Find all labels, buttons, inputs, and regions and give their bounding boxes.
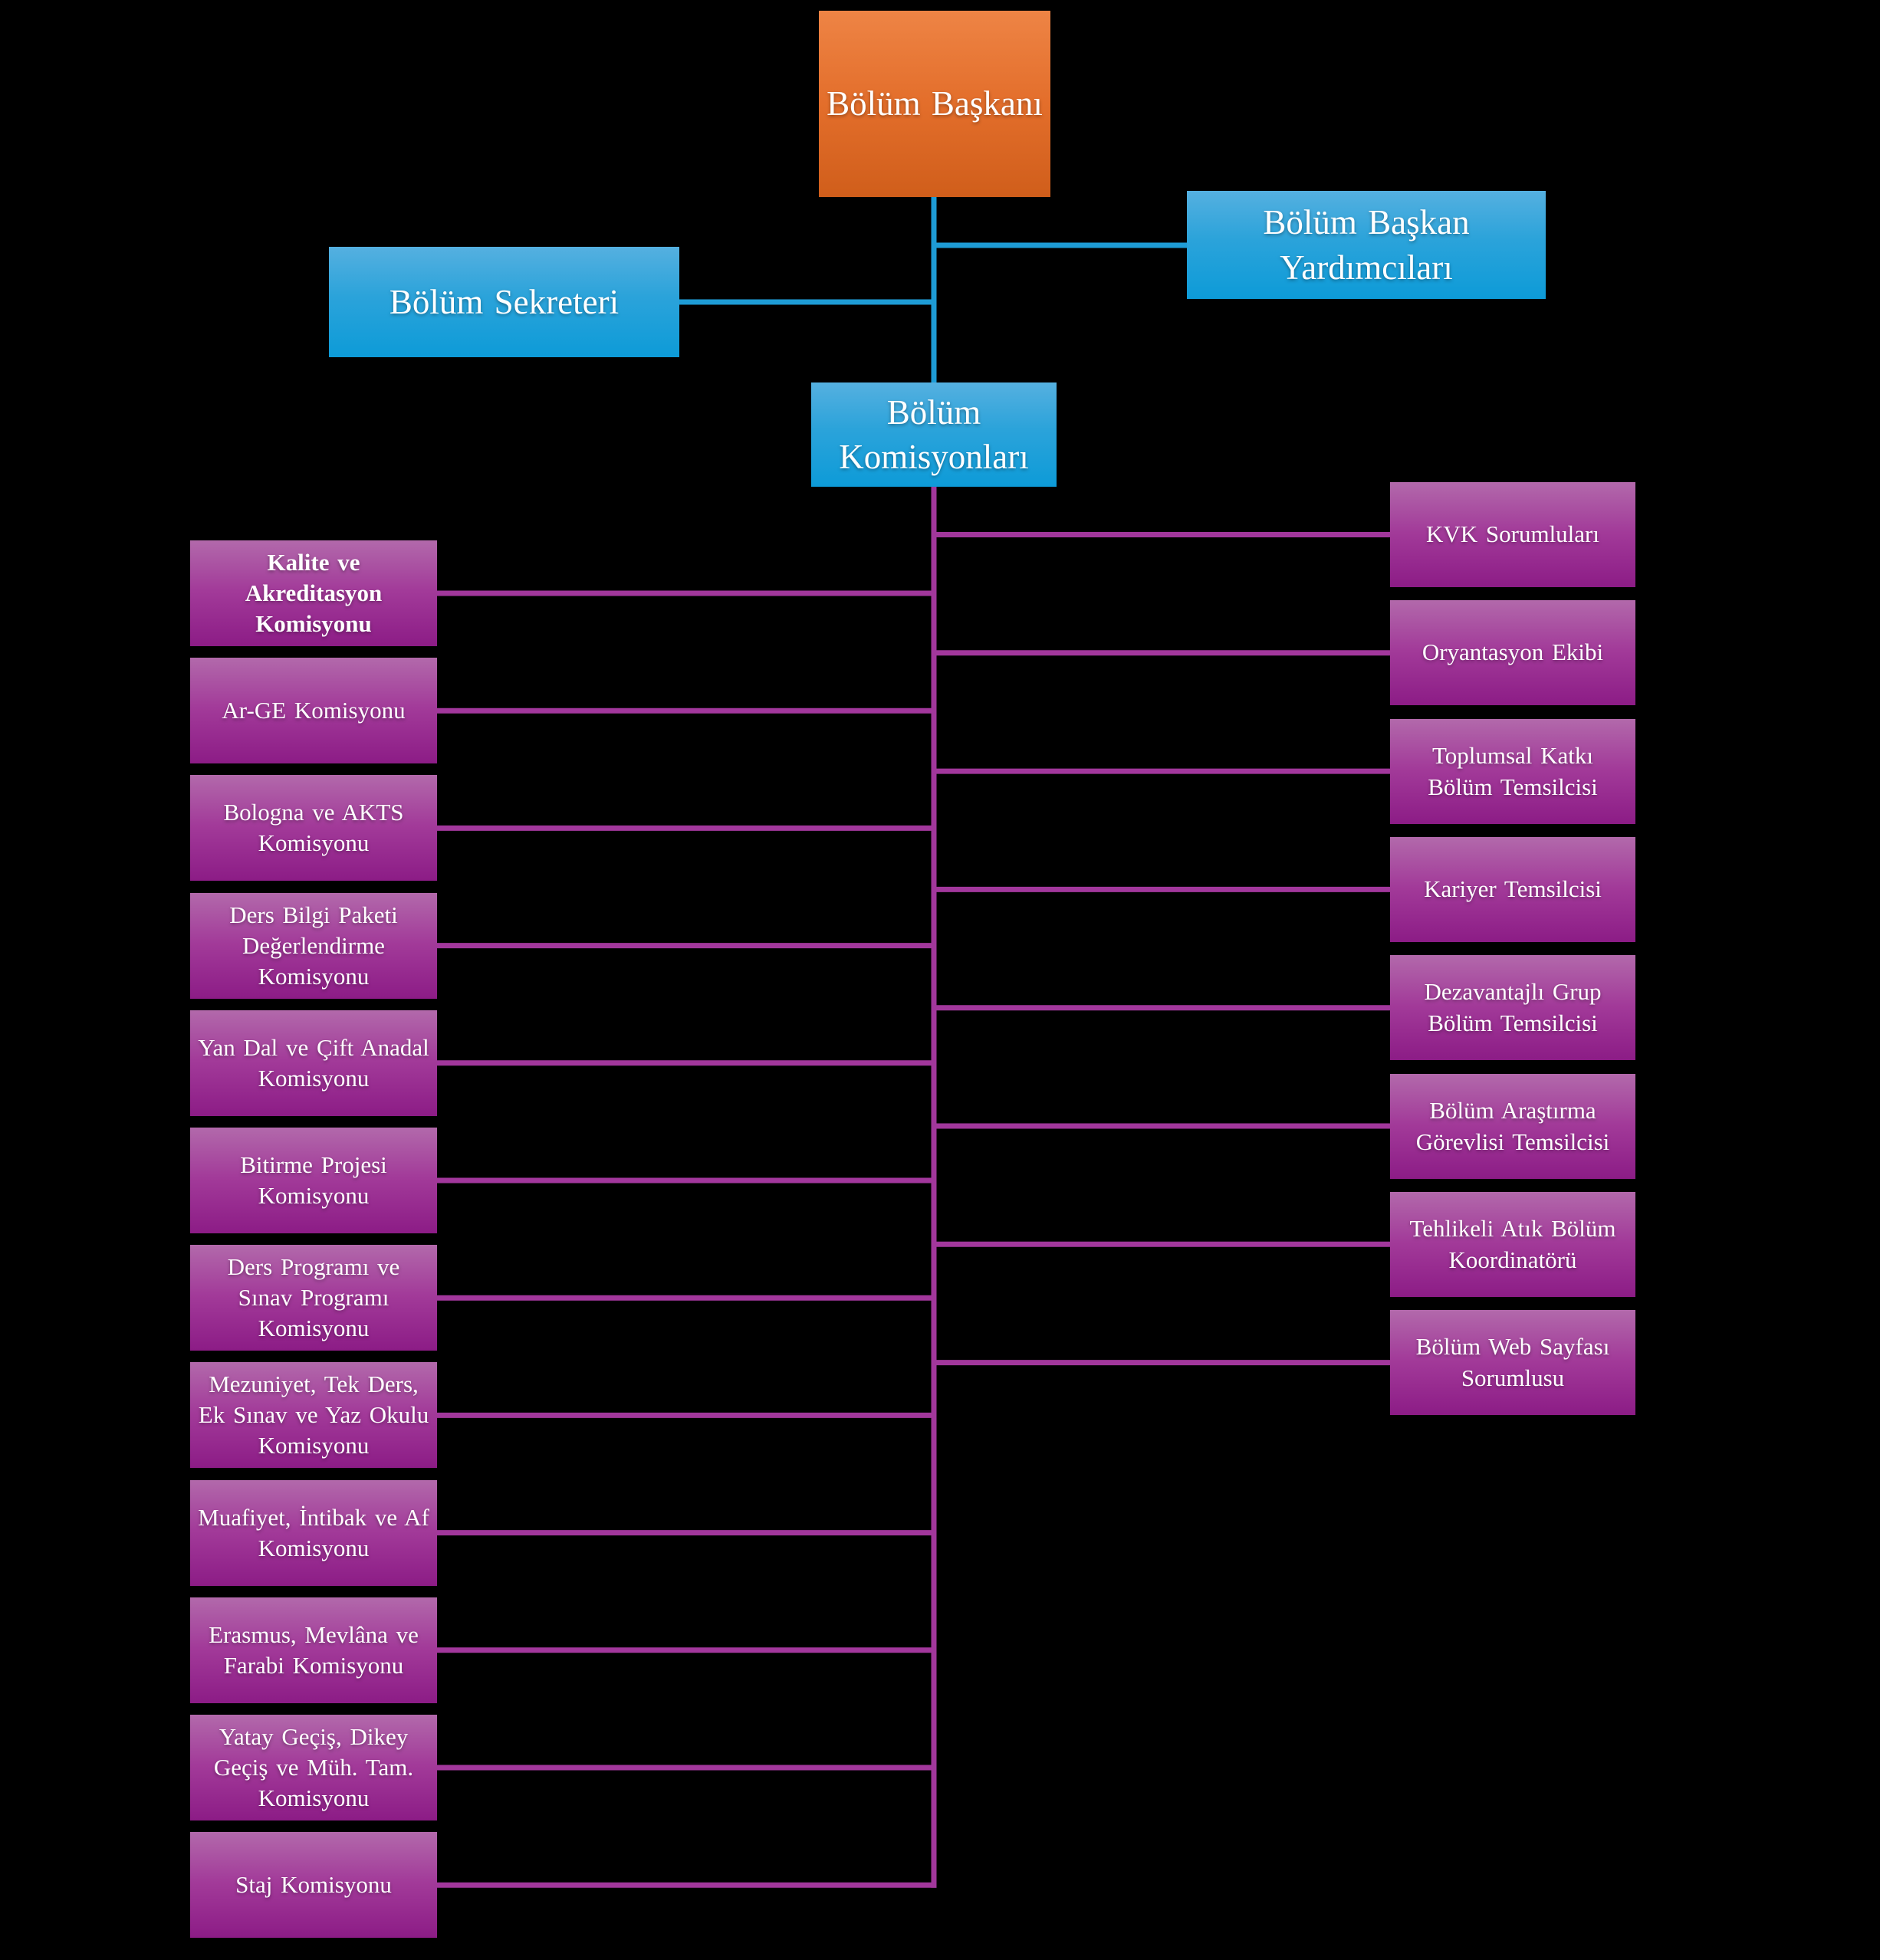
org-node-role: Dezavantajlı Grup Bölüm Temsilcisi xyxy=(1390,955,1635,1060)
org-node-commission-label: Bitirme Projesi Komisyonu xyxy=(240,1151,387,1209)
org-node-commission-label: Staj Komisyonu xyxy=(235,1870,392,1898)
org-node-role-label: KVK Sorumluları xyxy=(1425,520,1599,548)
org-node-root-label: Bölüm Başkanı xyxy=(827,84,1043,123)
org-node-commission: Ders Programı ve Sınav Programı Komisyon… xyxy=(190,1245,437,1351)
org-node-commission: Muafiyet, İntibak ve Af Komisyonu xyxy=(190,1480,437,1586)
org-node-role: Bölüm Web Sayfası Sorumlusu xyxy=(1390,1310,1635,1415)
org-node-role: KVK Sorumluları xyxy=(1390,482,1635,587)
org-node-commission-label: Ar-GE Komisyonu xyxy=(222,696,406,724)
org-node-commission: Mezuniyet, Tek Ders, Ek Sınav ve Yaz Oku… xyxy=(190,1362,437,1468)
org-node-role-label: Toplumsal Katkı Bölüm Temsilcisi xyxy=(1428,742,1598,800)
org-node-commission: Erasmus, Mevlâna ve Farabi Komisyonu xyxy=(190,1597,437,1703)
org-node-deputies: Bölüm Başkan Yardımcıları xyxy=(1187,191,1546,299)
org-node-commission-label: Mezuniyet, Tek Ders, Ek Sınav ve Yaz Oku… xyxy=(198,1370,429,1459)
org-node-role-label: Bölüm Araştırma Görevlisi Temsilcisi xyxy=(1415,1097,1610,1155)
org-node-commission-label: Ders Programı ve Sınav Programı Komisyon… xyxy=(227,1252,400,1342)
org-node-secretary: Bölüm Sekreteri xyxy=(329,247,679,357)
org-node-role-label: Kariyer Temsilcisi xyxy=(1424,875,1602,903)
org-node-commission-label: Kalite ve Akreditasyon Komisyonu xyxy=(245,548,383,638)
org-node-commission-label: Erasmus, Mevlâna ve Farabi Komisyonu xyxy=(209,1620,419,1679)
org-node-commission: Yatay Geçiş, Dikey Geçiş ve Müh. Tam. Ko… xyxy=(190,1715,437,1820)
org-node-hub: Bölüm Komisyonları xyxy=(811,382,1057,487)
org-node-commission-label: Ders Bilgi Paketi Değerlendirme Komisyon… xyxy=(229,901,398,990)
org-node-commission: Ar-GE Komisyonu xyxy=(190,658,437,763)
org-node-commission: Yan Dal ve Çift Anadal Komisyonu xyxy=(190,1010,437,1116)
org-node-role: Tehlikeli Atık Bölüm Koordinatörü xyxy=(1390,1192,1635,1297)
org-node-hub-label: Bölüm Komisyonları xyxy=(839,392,1029,477)
org-node-commission-label: Muafiyet, İntibak ve Af Komisyonu xyxy=(198,1503,429,1561)
org-node-role-label: Oryantasyon Ekibi xyxy=(1422,639,1604,666)
org-node-deputies-label: Bölüm Başkan Yardımcıları xyxy=(1263,203,1470,287)
org-node-role-label: Bölüm Web Sayfası Sorumlusu xyxy=(1415,1333,1610,1391)
org-node-commission-label: Yatay Geçiş, Dikey Geçiş ve Müh. Tam. Ko… xyxy=(213,1722,414,1812)
org-node-role: Oryantasyon Ekibi xyxy=(1390,600,1635,705)
org-node-commission: Bitirme Projesi Komisyonu xyxy=(190,1128,437,1233)
org-node-role-label: Dezavantajlı Grup Bölüm Temsilcisi xyxy=(1424,978,1602,1036)
org-node-commission: Staj Komisyonu xyxy=(190,1832,437,1938)
org-node-role: Kariyer Temsilcisi xyxy=(1390,837,1635,942)
org-node-role: Toplumsal Katkı Bölüm Temsilcisi xyxy=(1390,719,1635,824)
org-node-secretary-label: Bölüm Sekreteri xyxy=(389,282,620,321)
org-node-role: Bölüm Araştırma Görevlisi Temsilcisi xyxy=(1390,1074,1635,1179)
org-node-root: Bölüm Başkanı xyxy=(819,11,1050,197)
org-node-commission-label: Yan Dal ve Çift Anadal Komisyonu xyxy=(198,1033,429,1092)
org-node-commission-label: Bologna ve AKTS Komisyonu xyxy=(223,798,404,856)
org-node-role-label: Tehlikeli Atık Bölüm Koordinatörü xyxy=(1409,1215,1616,1273)
org-node-commission: Kalite ve Akreditasyon Komisyonu xyxy=(190,540,437,646)
org-node-commission: Bologna ve AKTS Komisyonu xyxy=(190,775,437,881)
org-node-commission: Ders Bilgi Paketi Değerlendirme Komisyon… xyxy=(190,893,437,999)
